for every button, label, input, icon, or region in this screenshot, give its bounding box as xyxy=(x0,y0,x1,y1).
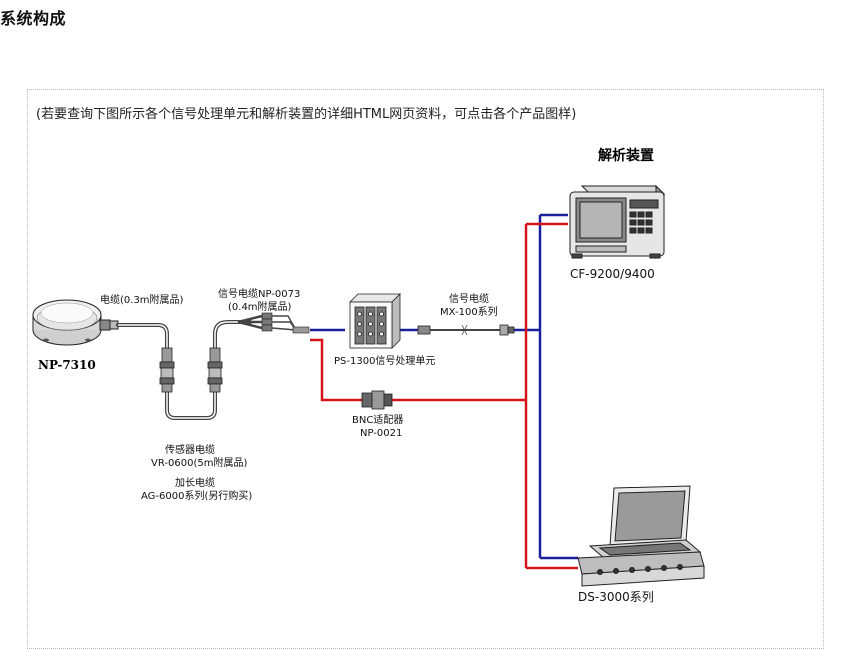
sensor-cable-label-1: 传感器电缆 xyxy=(165,443,215,456)
mx100-label-1: 信号电缆 xyxy=(449,292,489,305)
red-signal-lines xyxy=(310,222,578,570)
instruction-note: (若要查询下图所示各个信号处理单元和解析装置的详细HTML网页资料，可点击各个产… xyxy=(36,107,577,122)
page-heading: 系统构成 xyxy=(0,9,67,28)
analysis-title: 解析装置 xyxy=(598,147,654,164)
ext-cable-label-2: AG-6000系列(另行购买) xyxy=(141,489,252,502)
connector-left xyxy=(159,347,175,393)
ds3000-system-image[interactable] xyxy=(577,485,705,587)
sensor-cable-label-2: VR-0600(5m附属品) xyxy=(151,456,247,469)
splitter-cable xyxy=(237,312,310,334)
bnc-adapter-image xyxy=(361,390,393,410)
ext-cable-label-1: 加长电缆 xyxy=(175,476,215,489)
signal-cable-np-label-1: 信号电缆NP-0073 xyxy=(218,287,300,300)
connector-right xyxy=(207,347,223,393)
signal-cable-np-label-2: (0.4m附属品) xyxy=(228,300,292,313)
ds3000-label: DS-3000系列 xyxy=(578,590,654,604)
mx100-cable-image xyxy=(417,324,515,336)
blue-signal-lines xyxy=(310,213,578,560)
sensor-cables xyxy=(116,320,252,420)
bnc-label-1: BNC适配器 xyxy=(352,414,403,426)
cf9200-label: CF-9200/9400 xyxy=(570,267,655,281)
mx100-label-2: MX-100系列 xyxy=(440,305,498,318)
bnc-label-2: NP-0021 xyxy=(360,428,402,439)
system-diagram: 解析装置 NP-7310 xyxy=(32,147,705,604)
ps1300-label: PS-1300信号处理单元 xyxy=(334,355,435,367)
sensor-cables-inner xyxy=(118,321,250,419)
sensor-label: NP-7310 xyxy=(38,358,96,372)
cable-03-label: 电缆(0.3m附属品) xyxy=(100,293,184,306)
sensor-np7310-image[interactable] xyxy=(32,299,119,346)
cf9200-analyzer-image[interactable] xyxy=(569,184,666,259)
ps1300-unit-image[interactable] xyxy=(349,293,401,349)
